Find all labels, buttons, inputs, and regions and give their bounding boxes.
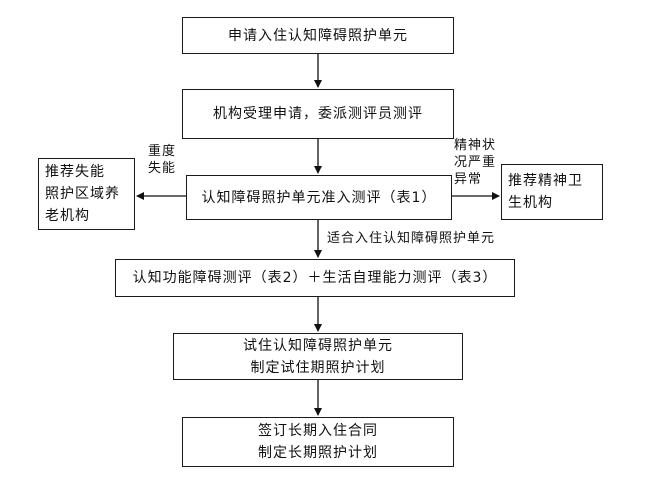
step6-box: 签订长期入住合同 制定长期照护计划 — [182, 417, 454, 467]
left-outcome-line2: 照护区域养 — [45, 186, 120, 202]
step3-text: 认知障碍照护单元准入测评（表1） — [201, 189, 437, 206]
step6-line2: 制定长期照护计划 — [258, 445, 378, 461]
step1-box: 申请入住认知障碍照护单元 — [182, 17, 454, 54]
step5-box: 试住认知障碍照护单元 制定试住期照护计划 — [173, 333, 463, 380]
right-branch-label-line3: 异常 — [454, 172, 483, 187]
right-outcome-line2: 生机构 — [508, 195, 553, 211]
step4-text: 认知功能障碍测评（表2）＋生活自理能力测评（表3） — [132, 270, 498, 286]
left-branch-label-line2: 失能 — [148, 161, 177, 176]
step4-box: 认知功能障碍测评（表2）＋生活自理能力测评（表3） — [115, 259, 515, 297]
step2-box: 机构受理申请，委派测评员测评 — [182, 89, 454, 139]
step6-line1: 签订长期入住合同 — [258, 423, 378, 439]
right-branch-label: 精神状 况严重 异常 — [454, 137, 496, 188]
step2-text: 机构受理申请，委派测评员测评 — [213, 106, 423, 122]
left-outcome-line1: 推荐失能 — [45, 164, 105, 180]
right-outcome-line1: 推荐精神卫 — [508, 173, 583, 189]
left-outcome-line3: 老机构 — [45, 208, 90, 224]
right-branch-label-line2: 况严重 — [454, 155, 497, 170]
left-outcome-box: 推荐失能 照护区域养 老机构 — [38, 158, 135, 230]
step1-text: 申请入住认知障碍照护单元 — [228, 27, 408, 44]
right-branch-label-line1: 精神状 — [454, 138, 497, 153]
down-branch-label: 适合入住认知障碍照护单元 — [327, 230, 495, 247]
left-branch-label: 重度 失能 — [148, 143, 176, 177]
left-branch-label-line1: 重度 — [148, 144, 177, 159]
right-outcome-box: 推荐精神卫 生机构 — [501, 164, 603, 220]
down-branch-label-text: 适合入住认知障碍照护单元 — [327, 231, 496, 246]
step5-line1: 试住认知障碍照护单元 — [243, 337, 393, 354]
step5-line2: 制定试住期照护计划 — [250, 359, 386, 376]
step3-box: 认知障碍照护单元准入测评（表1） — [186, 175, 452, 220]
